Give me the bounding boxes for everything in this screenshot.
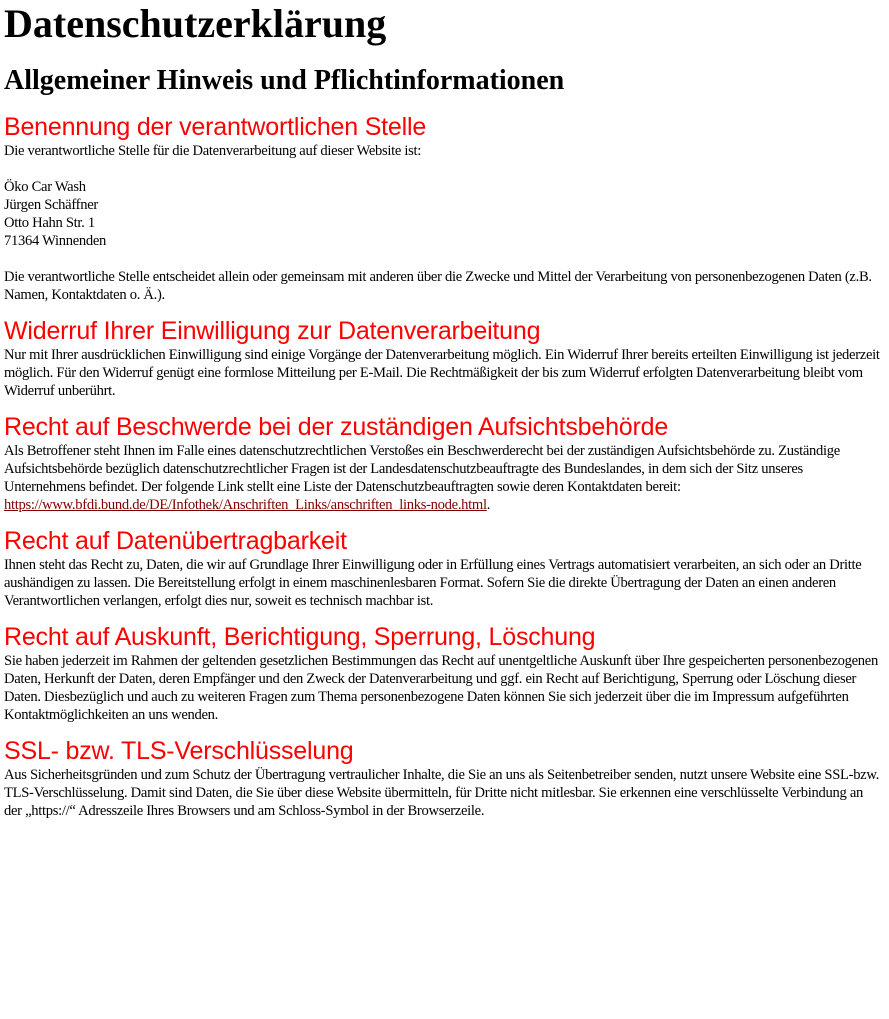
page-title: Datenschutzerklärung xyxy=(4,1,387,46)
controller-intro: Die verantwortliche Stelle für die Daten… xyxy=(4,143,422,159)
address-line: 71364 Winnenden xyxy=(4,233,107,249)
portability-text: Ihnen steht das Recht zu, Daten, die wir… xyxy=(4,557,862,609)
consent-revocation-text: Nur mit Ihrer ausdrücklichen Einwilligun… xyxy=(4,347,880,399)
address-line: Jürgen Schäffner xyxy=(4,197,98,213)
section-heading-access-rights: Recht auf Auskunft, Berichtigung, Sperru… xyxy=(4,623,596,651)
controller-address: Öko Car Wash Jürgen Schäffner Otto Hahn … xyxy=(4,178,883,250)
page-subtitle: Allgemeiner Hinweis und Pflichtinformati… xyxy=(4,65,565,96)
section-heading-controller: Benennung der verantwortlichen Stelle xyxy=(4,113,427,141)
complaint-period: . xyxy=(486,497,491,513)
section-heading-portability: Recht auf Datenübertragbarkeit xyxy=(4,527,347,555)
section-heading-complaint: Recht auf Beschwerde bei der zuständigen… xyxy=(4,413,669,441)
address-line: Öko Car Wash xyxy=(4,179,86,195)
address-line: Otto Hahn Str. 1 xyxy=(4,215,95,231)
section-heading-ssl-tls: SSL- bzw. TLS-Verschlüsselung xyxy=(4,737,354,765)
ssl-tls-text: Aus Sicherheitsgründen und zum Schutz de… xyxy=(4,767,880,819)
complaint-body: Als Betroffener steht Ihnen im Falle ein… xyxy=(4,443,840,495)
controller-text: Die verantwortliche Stelle entscheidet a… xyxy=(4,269,872,303)
complaint-text: Als Betroffener steht Ihnen im Falle ein… xyxy=(4,442,883,514)
section-heading-consent-revocation: Widerruf Ihrer Einwilligung zur Datenver… xyxy=(4,317,541,345)
access-rights-text: Sie haben jederzeit im Rahmen der gelten… xyxy=(4,653,878,723)
bfdi-link[interactable]: https://www.bfdi.bund.de/DE/Infothek/Ans… xyxy=(4,497,487,513)
privacy-document: Datenschutzerklärung Allgemeiner Hinweis… xyxy=(4,1,883,820)
